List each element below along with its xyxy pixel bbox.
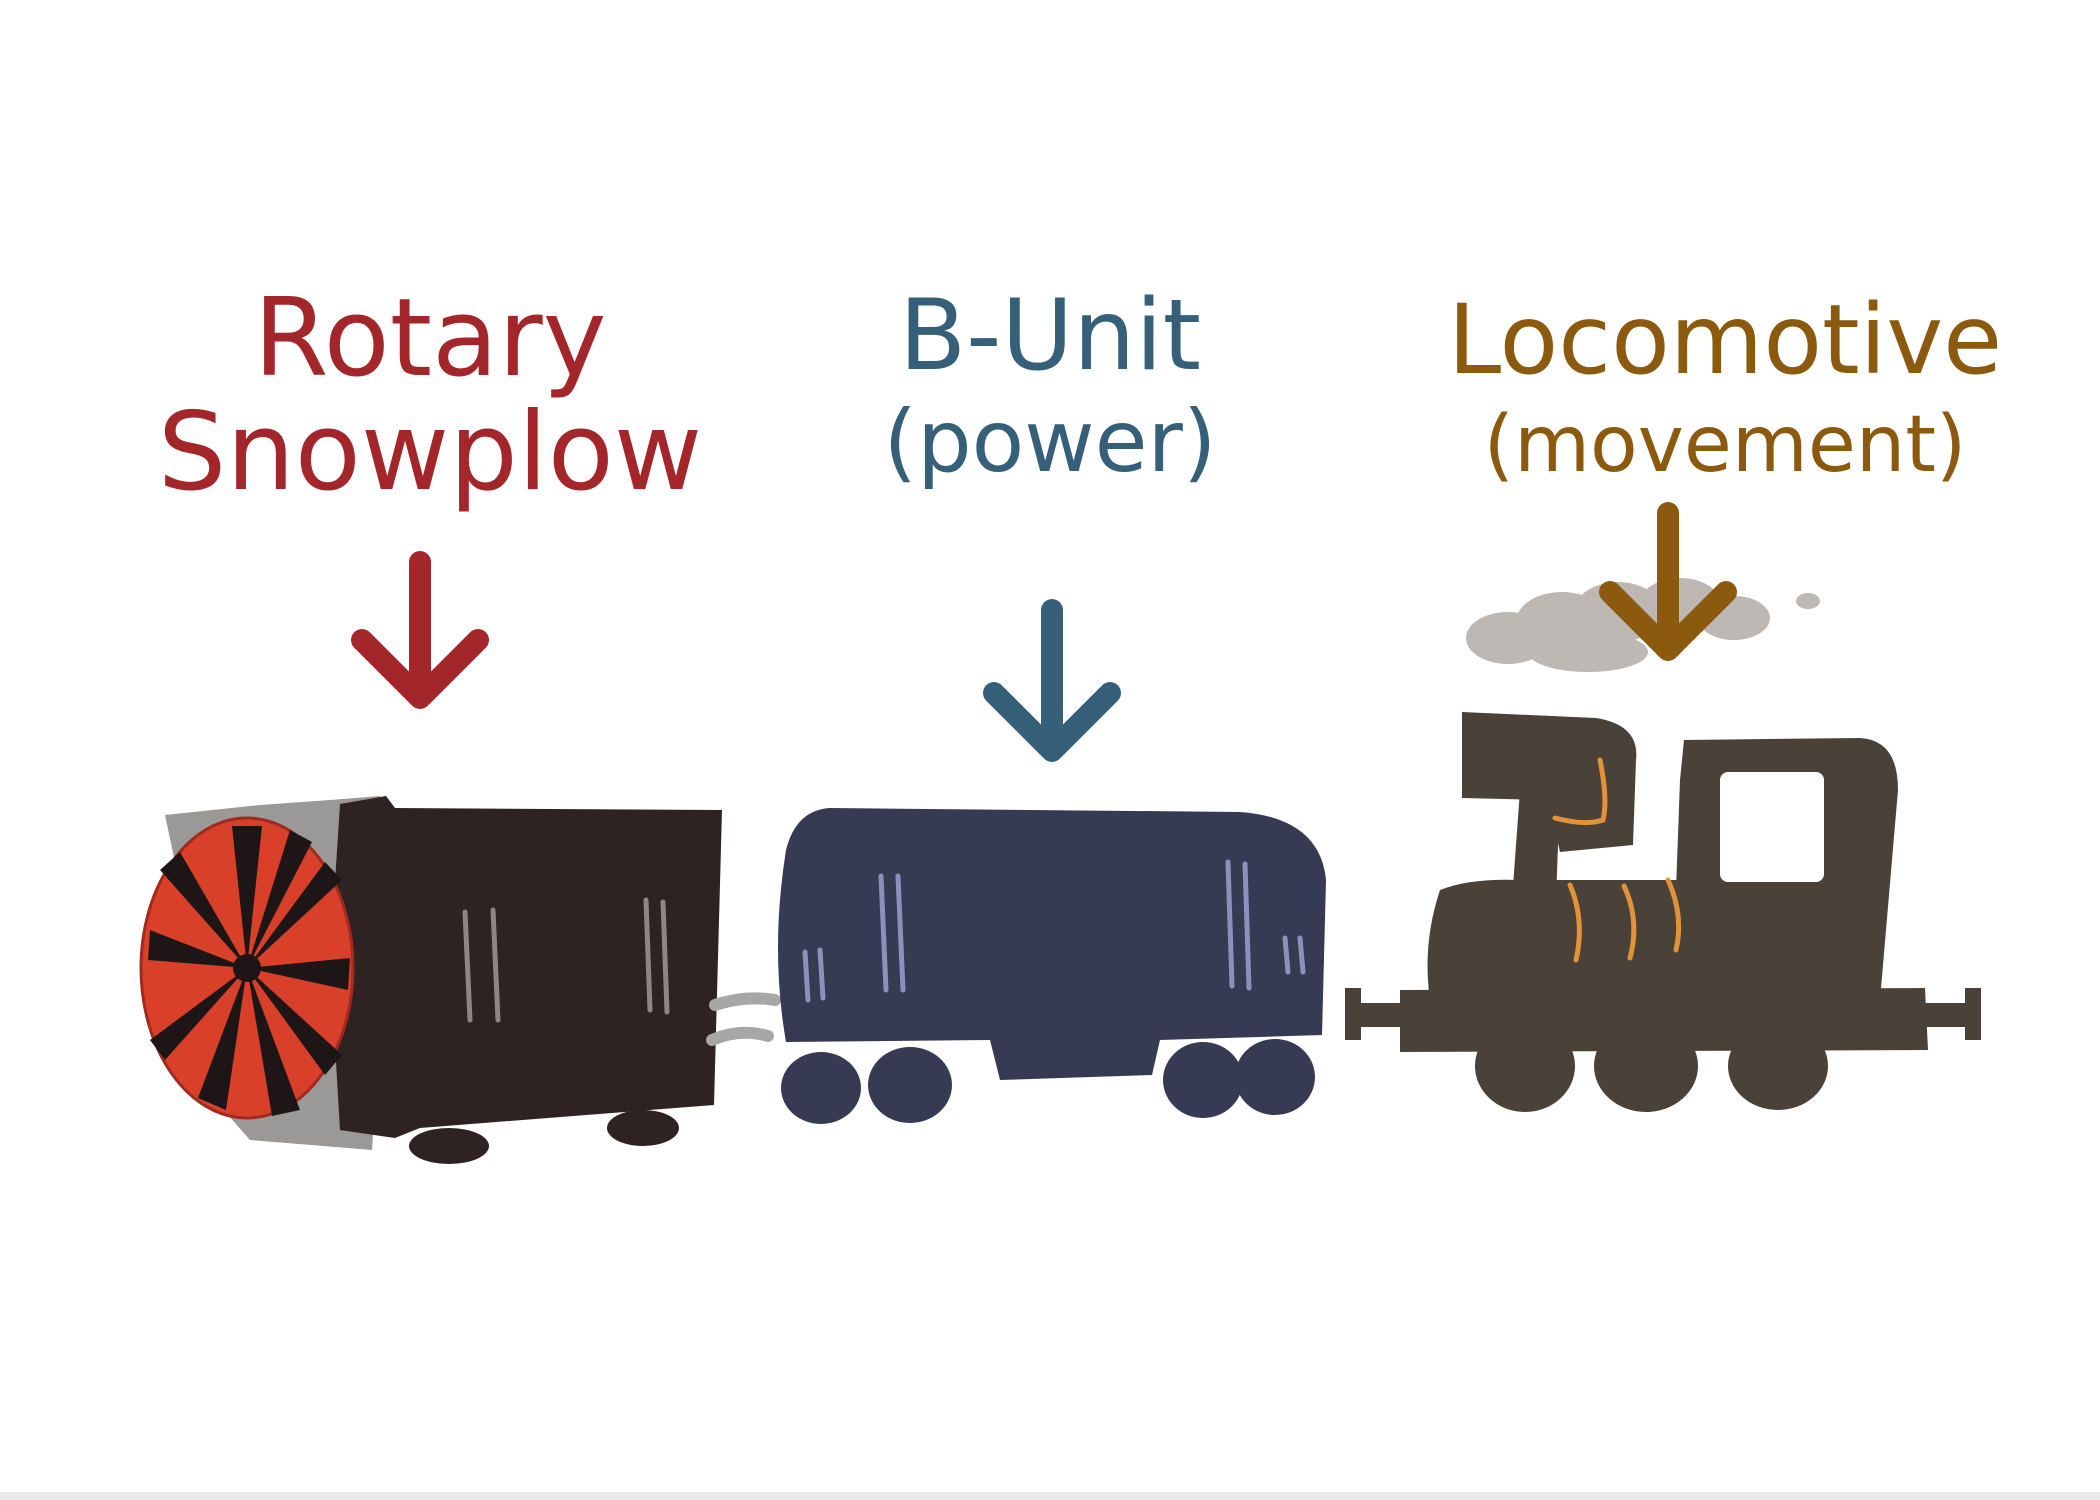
bottom-border <box>0 1492 2100 1500</box>
b-unit-car <box>778 808 1326 1124</box>
bunit-arrow-icon <box>983 599 1121 762</box>
rotary-subtitle: Snowplow <box>157 390 703 516</box>
locomotive-cab-window <box>1720 772 1824 882</box>
bunit-title: B-Unit <box>898 279 1202 393</box>
bunit-subtitle: (power) <box>883 391 1217 492</box>
steam-locomotive <box>1345 712 1981 1112</box>
locomotive-trim <box>1552 757 1682 963</box>
b-unit-label: B-Unit (power) <box>840 279 1260 492</box>
loco-subtitle: (movement) <box>1483 399 1967 490</box>
locomotive-label: Locomotive (movement) <box>1445 284 2005 490</box>
rotary-snowplow-label: Rotary Snowplow <box>130 276 730 516</box>
coupler <box>706 992 781 1046</box>
rotary-arrow-icon <box>351 551 489 709</box>
rotary-snowplow-car <box>139 796 722 1164</box>
loco-title: Locomotive <box>1447 284 2003 396</box>
rotary-title: Rotary <box>253 276 607 401</box>
locomotive-arrow-icon <box>1599 502 1737 661</box>
